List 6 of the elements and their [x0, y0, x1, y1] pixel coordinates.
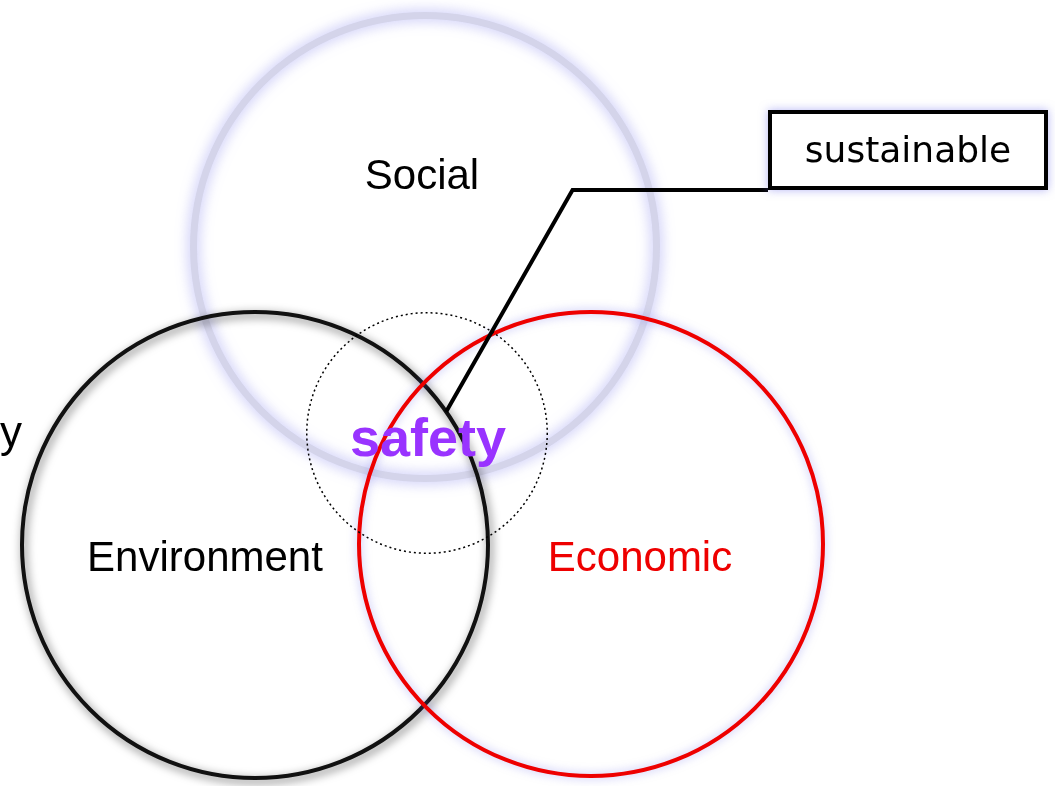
circle-label: Economic [547, 536, 733, 578]
circle-label: Environment [87, 536, 323, 578]
leader-line [444, 188, 768, 413]
partial-text: y [0, 410, 22, 454]
circle-label: Social [364, 154, 480, 196]
callout-text: sustainable [804, 132, 1012, 168]
